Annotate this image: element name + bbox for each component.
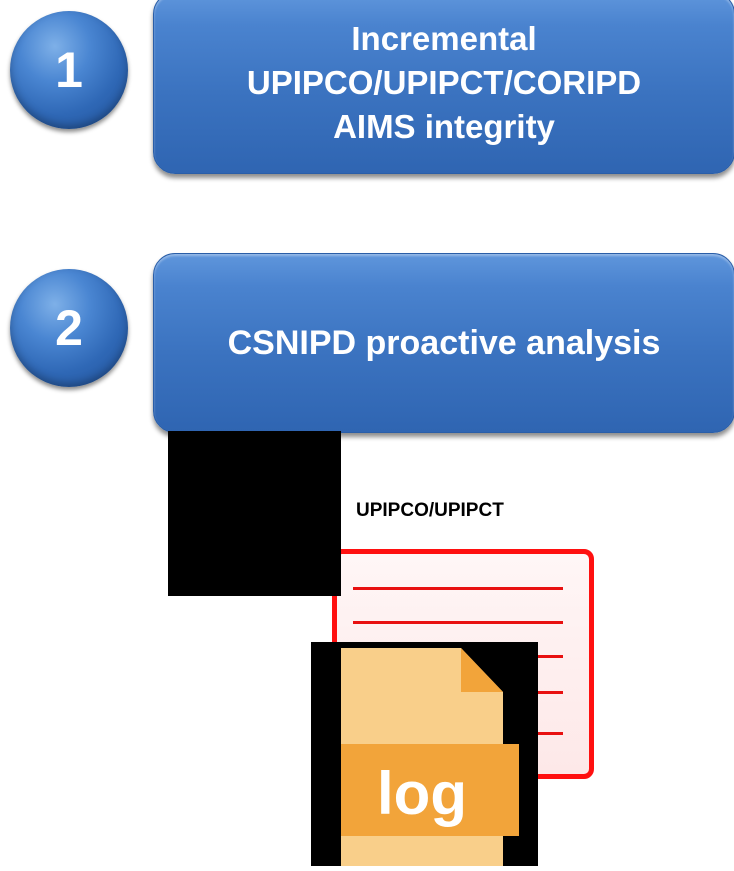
document-label: UPIPCO/UPIPCT	[356, 500, 504, 521]
log-file-icon: log	[311, 642, 538, 866]
step-2-line-1: CSNIPD proactive analysis	[227, 323, 661, 362]
log-label: log	[377, 760, 467, 827]
step-2-number-badge: 2	[10, 269, 128, 387]
redacted-block	[168, 431, 341, 596]
step-1-line-2: UPIPCO/UPIPCT/CORIPD	[246, 64, 642, 101]
document-line	[353, 621, 563, 624]
step-1-number-badge: 1	[10, 11, 128, 129]
step-1-line-3: AIMS integrity	[333, 108, 555, 145]
log-file-icon-graphic: log	[341, 648, 519, 866]
step-1-line-1: Incremental	[351, 20, 537, 57]
document-line	[353, 587, 563, 590]
step-1-box: Incremental UPIPCO/UPIPCT/CORIPD AIMS in…	[153, 0, 734, 174]
step-1-number: 1	[55, 42, 83, 98]
step-2-box: CSNIPD proactive analysis	[153, 253, 734, 433]
step-2-number: 2	[55, 300, 83, 356]
